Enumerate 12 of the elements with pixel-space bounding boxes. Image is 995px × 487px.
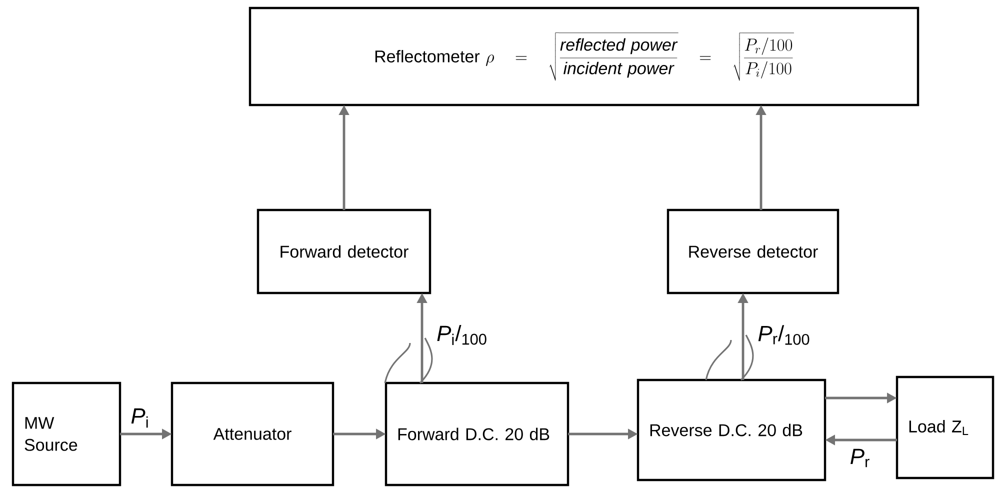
edge-label: P$_{i}$: [131, 408, 148, 428]
coupler-box: Forward D.C. 20 dB: [384, 382, 570, 486]
edge-label: P$_{i}$/$_{100}$: [437, 325, 486, 345]
edge-label: P$_{r}$: [850, 448, 870, 468]
coupler-box: Reverse D.C. 20 dB: [636, 378, 826, 482]
detector-box: Reverse detector: [666, 208, 840, 294]
load-box: Load Z$_{L}$: [896, 376, 994, 480]
edge-label: P$_{r}$/$_{100}$: [758, 325, 810, 345]
reflectometer-box: Reflectometer $\rho = \sqrt{\frac{\mathit{reflected\ power}}{\mathit{incident\ power}}} = \sqrt{\frac{P_r/100}{P_i/100}}$: [248, 6, 920, 106]
detector-box: Forward detector: [256, 208, 432, 294]
source-box: MW Source: [12, 382, 122, 486]
attenuator-box: Attenuator: [170, 382, 334, 486]
